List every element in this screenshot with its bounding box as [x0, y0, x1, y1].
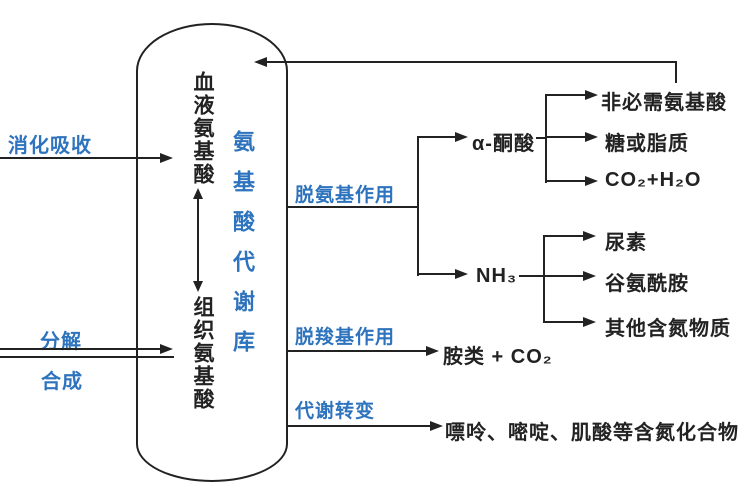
- amines-co2-label: 胺类 + CO₂: [443, 346, 553, 368]
- synthesis-label: 合成: [41, 371, 83, 393]
- keto-bracket-line: [545, 94, 547, 183]
- keto-arrowhead-icon: [455, 132, 468, 142]
- return-loop-arrowhead-icon: [254, 57, 267, 67]
- ammonia-product3-arrowhead-icon: [583, 317, 596, 327]
- breakdown-arrow-line: [0, 348, 160, 350]
- return-loop-drop-line: [675, 61, 677, 83]
- keto-product3-arrowhead-icon: [585, 176, 598, 186]
- exchange-arrow-down-icon: [193, 281, 203, 292]
- ammonia-product1-arrowhead-icon: [583, 231, 596, 241]
- digestion-label: 消化吸收: [8, 135, 92, 157]
- nonessential-aa-label: 非必需氨基酸: [601, 92, 727, 114]
- co2-h2o-label: CO₂+H₂O: [605, 169, 702, 191]
- ammonia-connector-line: [519, 275, 545, 277]
- deamination-line: [286, 206, 419, 208]
- ammonia-arrowhead-icon: [455, 269, 468, 279]
- keto-connector-line: [536, 137, 547, 139]
- deamination-bracket-line: [417, 136, 419, 276]
- keto-product3-line: [545, 180, 585, 182]
- breakdown-label: 分解: [40, 331, 82, 353]
- decarboxylation-label: 脱羧基作用: [295, 327, 396, 348]
- tissue-amino-acid-label: 组织氨基酸: [191, 296, 214, 411]
- digestion-arrow-line: [0, 157, 160, 159]
- purine-pyrimidine-label: 嘌呤、嘧啶、肌酸等含氮化合物: [445, 422, 739, 444]
- exchange-arrow-up-icon: [193, 188, 203, 199]
- pool-name-label: 氨基酸代谢库: [230, 130, 255, 370]
- blood-amino-acid-label: 血液氨基酸: [191, 71, 214, 186]
- other-nitrogen-label: 其他含氮物质: [605, 318, 731, 340]
- transformation-label: 代谢转变: [295, 401, 376, 422]
- digestion-arrowhead-icon: [160, 153, 173, 163]
- return-loop-line: [266, 61, 677, 63]
- decarboxylation-line: [286, 350, 426, 352]
- synthesis-arrow-line: [0, 356, 174, 358]
- ammonia-branch-line: [417, 273, 455, 275]
- keto-branch-line: [417, 136, 455, 138]
- exchange-arrow-line: [197, 197, 199, 281]
- ammonia-product2-arrowhead-icon: [583, 271, 596, 281]
- keto-product1-line: [545, 94, 585, 96]
- metabolic-pool-capsule: [136, 23, 288, 482]
- sugar-lipid-label: 糖或脂质: [605, 133, 689, 155]
- keto-product2-arrowhead-icon: [585, 132, 598, 142]
- ammonia-product3-line: [543, 321, 583, 323]
- breakdown-arrowhead-icon: [160, 344, 173, 354]
- decarboxylation-arrowhead-icon: [426, 346, 439, 356]
- ammonia-product1-line: [543, 235, 583, 237]
- ammonia-bracket-line: [543, 235, 545, 323]
- keto-product2-line: [545, 136, 585, 138]
- keto-acid-label: α-酮酸: [472, 133, 535, 155]
- transformation-arrowhead-icon: [430, 421, 443, 431]
- deamination-label: 脱氨基作用: [295, 185, 396, 206]
- urea-label: 尿素: [605, 232, 647, 254]
- glutamine-label: 谷氨酰胺: [605, 273, 689, 295]
- ammonia-product2-line: [543, 275, 583, 277]
- keto-product1-arrowhead-icon: [585, 90, 598, 100]
- transformation-line: [286, 425, 430, 427]
- ammonia-label: NH₃: [476, 265, 518, 287]
